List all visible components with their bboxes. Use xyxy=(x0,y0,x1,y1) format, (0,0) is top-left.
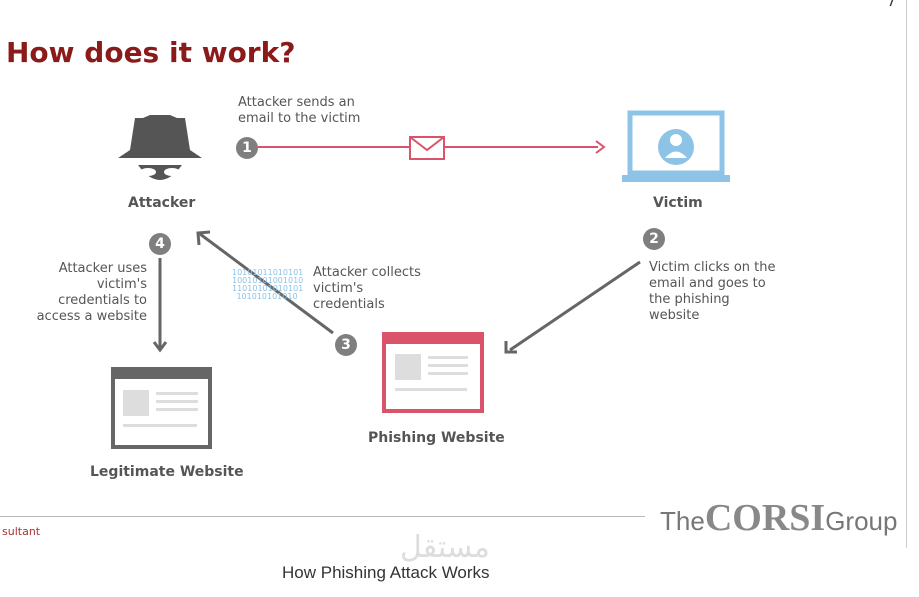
caption: How Phishing Attack Works xyxy=(282,563,490,582)
phishing-label: Phishing Website xyxy=(368,430,505,446)
corsi-logo: TheCORSIGroup xyxy=(660,497,898,539)
footer-left-text: sultant xyxy=(2,525,41,538)
step-2-text: Victim clicks on the email and goes to t… xyxy=(649,260,776,323)
legit-label: Legitimate Website xyxy=(90,464,244,480)
laptop-icon xyxy=(622,110,730,182)
hat-icon xyxy=(118,115,202,180)
footer-divider xyxy=(0,516,645,517)
page-title: How does it work? xyxy=(6,36,296,69)
watermark: مستقل xyxy=(400,530,490,565)
arrow-2 xyxy=(509,260,641,352)
binary-line: 10101011010101 xyxy=(232,268,304,277)
step-4-badge: 4 xyxy=(149,233,171,255)
step-4-text: Attacker uses victim's credentials to ac… xyxy=(36,261,147,324)
page-number: 7 xyxy=(887,0,896,10)
legit-browser-icon xyxy=(111,367,212,449)
phishing-browser-icon xyxy=(382,332,484,413)
victim-label: Victim xyxy=(653,195,703,211)
slide-right-border xyxy=(906,0,907,548)
step-2-badge: 2 xyxy=(643,228,665,250)
binary-line: 101010101010 xyxy=(236,292,298,301)
binary-data: 10101011010101 10010101001010 1101010101… xyxy=(232,268,304,301)
step-3-badge: 3 xyxy=(335,334,357,356)
binary-line: 11010101010101 xyxy=(232,284,304,293)
attacker-label: Attacker xyxy=(128,195,196,211)
diagram-arrows xyxy=(111,110,730,449)
binary-line: 10010101001010 xyxy=(232,276,304,285)
step-3-text: Attacker collects victim's credentials xyxy=(313,265,421,312)
arrow-3 xyxy=(199,232,334,335)
step-1-badge: 1 xyxy=(236,137,258,159)
step-1-text: Attacker sends an email to the victim xyxy=(238,95,361,126)
envelope-icon xyxy=(409,136,445,160)
